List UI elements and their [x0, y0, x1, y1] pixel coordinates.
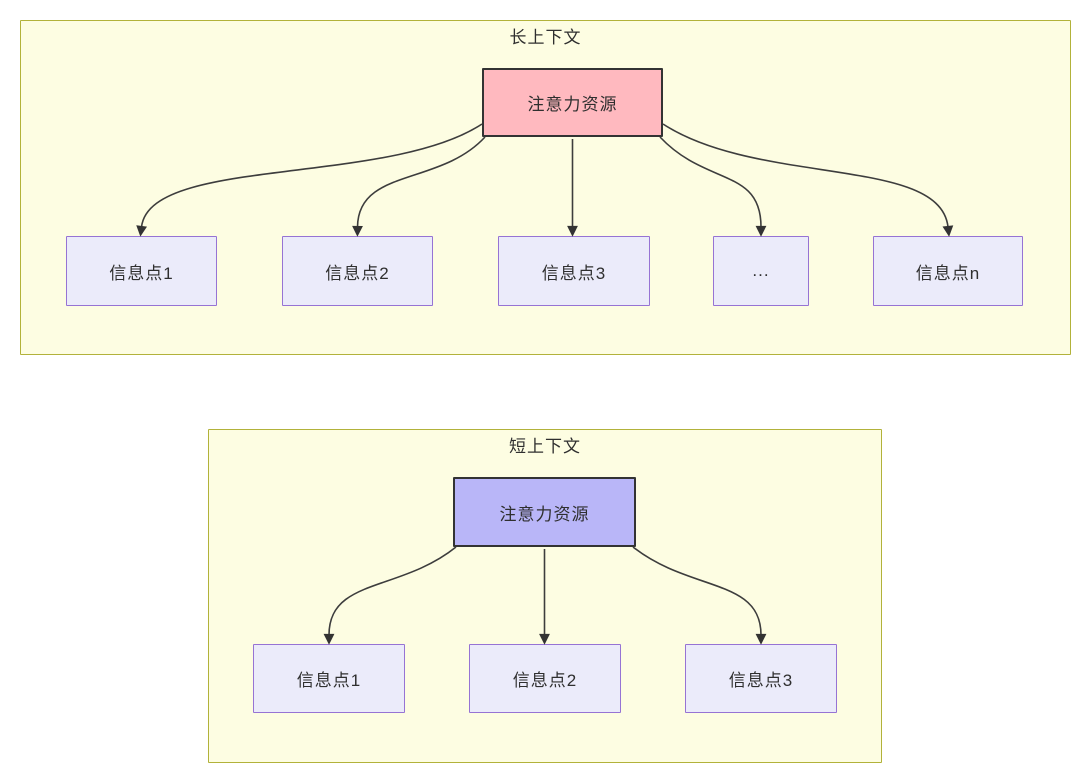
attention-box-long: 注意力资源 — [482, 68, 663, 137]
info-node-long-1: 信息点1 — [66, 236, 217, 306]
info-node-long-ellipsis: ... — [713, 236, 809, 306]
info-node-long-2: 信息点2 — [282, 236, 433, 306]
info-node-long-n: 信息点n — [873, 236, 1023, 306]
short-context-title: 短上下文 — [509, 437, 581, 456]
info-node-long-3: 信息点3 — [498, 236, 650, 306]
info-node-short-1: 信息点1 — [253, 644, 405, 713]
attention-box-short: 注意力资源 — [453, 477, 636, 547]
long-context-title: 长上下文 — [509, 28, 582, 47]
info-node-short-3: 信息点3 — [685, 644, 837, 713]
info-node-short-2: 信息点2 — [469, 644, 621, 713]
